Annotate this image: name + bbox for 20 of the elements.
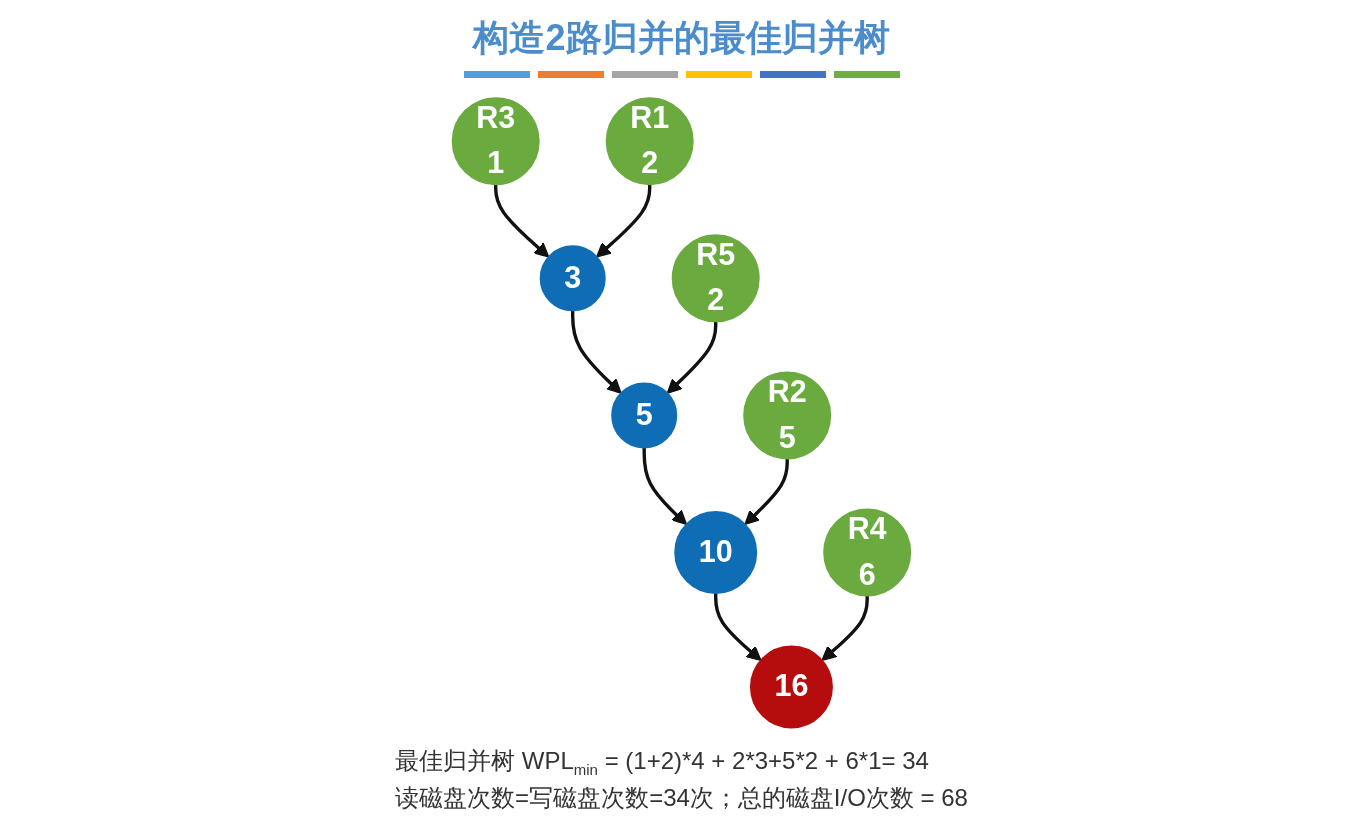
arrow (642, 447, 688, 526)
arrow (714, 593, 762, 661)
arrow (596, 184, 652, 258)
arrow (744, 458, 789, 526)
arrow (494, 184, 550, 258)
node-circle: R1 2 (605, 97, 694, 186)
formula-text: 读磁盘次数=写磁盘次数=34次；总的磁盘I/O次数 = 68 (395, 783, 968, 813)
title: 构造2路归并的最佳归并树 (473, 16, 890, 60)
node-circle: 16 (750, 645, 833, 729)
arrow (821, 595, 869, 661)
formula-text: 最佳归并树 WPL$_{min}$ = (1+2)*4 + 2*3+5*2 + 6*1= 34 (395, 746, 930, 778)
node-circle: R3 1 (451, 97, 540, 186)
arrow (666, 321, 718, 394)
node-circle: R2 5 (743, 371, 832, 460)
node-circle: 5 (611, 382, 678, 449)
node-circle: 3 (539, 245, 606, 312)
node-circle: R5 2 (671, 234, 760, 323)
node-circle: 10 (674, 511, 758, 594)
node-circle: R4 6 (823, 508, 912, 597)
arrow (571, 310, 622, 394)
